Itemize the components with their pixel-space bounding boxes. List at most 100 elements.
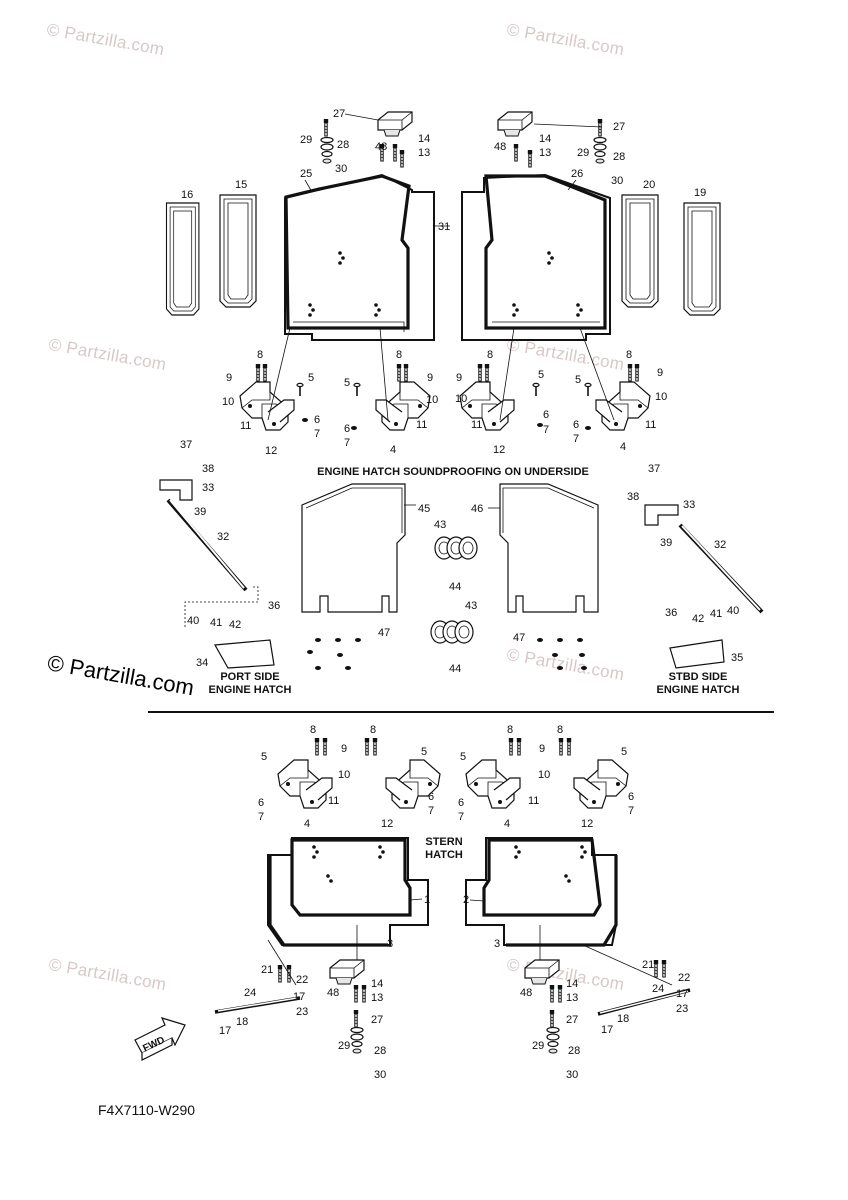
label-19: 19 (694, 187, 706, 199)
label-9c: 9 (456, 372, 462, 384)
label-42: 42 (229, 619, 241, 631)
label-37b: 37 (648, 463, 660, 475)
label-14-r: 14 (539, 133, 551, 145)
label-38: 38 (202, 463, 214, 475)
label-8t: 8 (507, 724, 513, 736)
label-48: 48 (375, 141, 387, 153)
label-27: 27 (333, 108, 345, 120)
label-37: 37 (180, 439, 192, 451)
label-39b: 39 (660, 537, 672, 549)
label-6t2: 6 (628, 791, 634, 803)
label-12t: 12 (581, 818, 593, 830)
stbd-engine-hatch-assembly (461, 111, 721, 341)
label-17t: 17 (676, 988, 688, 1000)
label-13: 13 (418, 147, 430, 159)
label-29: 29 (300, 134, 312, 146)
label-3b: 3 (494, 938, 500, 950)
label-41b: 41 (710, 608, 722, 620)
label-7b: 7 (344, 437, 350, 449)
label-24t: 24 (652, 983, 664, 995)
label-28t: 28 (568, 1045, 580, 1057)
label-28s: 28 (374, 1045, 386, 1057)
label-9b: 9 (427, 372, 433, 384)
label-36: 36 (268, 600, 280, 612)
label-14t: 14 (566, 978, 578, 990)
label-13t: 13 (566, 992, 578, 1004)
label-43b: 43 (465, 600, 477, 612)
label-27-r: 27 (613, 121, 625, 133)
label-45: 45 (418, 503, 430, 515)
label-22: 22 (296, 974, 308, 986)
label-46: 46 (471, 503, 483, 515)
label-40b: 40 (727, 605, 739, 617)
label-33: 33 (202, 482, 214, 494)
label-48s: 48 (327, 987, 339, 999)
stbd-side-caption: STBD SIDE ENGINE HATCH (656, 671, 740, 696)
label-12c: 12 (493, 444, 505, 456)
label-12: 12 (265, 445, 277, 457)
label-18: 18 (236, 1016, 248, 1028)
label-29s: 29 (338, 1040, 350, 1052)
label-23: 23 (296, 1006, 308, 1018)
port-side-caption: PORT SIDE ENGINE HATCH (208, 671, 292, 696)
label-33b: 33 (683, 499, 695, 511)
label-10c: 10 (455, 393, 467, 405)
label-21: 21 (261, 964, 273, 976)
label-25: 25 (300, 168, 312, 180)
label-5: 5 (308, 372, 314, 384)
label-13s: 13 (371, 992, 383, 1004)
label-34: 34 (196, 657, 208, 669)
label-29-r: 29 (577, 147, 589, 159)
label-22t: 22 (678, 972, 690, 984)
label-18t: 18 (617, 1013, 629, 1025)
label-11t: 11 (528, 795, 539, 807)
part-number-labels: 27 29 28 30 48 14 13 25 16 15 31 27 14 1… (180, 108, 743, 1081)
label-30: 30 (335, 163, 347, 175)
label-14: 14 (418, 133, 430, 145)
label-5d: 5 (575, 374, 581, 386)
label-9s: 9 (341, 743, 347, 755)
label-30t: 30 (566, 1069, 578, 1081)
label-30-r: 30 (611, 175, 623, 187)
label-42b: 42 (692, 613, 704, 625)
label-21t: 21 (642, 959, 654, 971)
label-13-r: 13 (539, 147, 551, 159)
label-7: 7 (314, 428, 320, 440)
label-4d: 4 (620, 441, 626, 453)
label-7c: 7 (543, 424, 549, 436)
label-6s: 6 (258, 797, 264, 809)
upper-hinge-brackets (239, 327, 651, 431)
diagram-code: F4X7110-W290 (98, 1102, 196, 1118)
label-17t2: 17 (601, 1024, 613, 1036)
label-44: 44 (449, 581, 461, 593)
label-8c: 8 (487, 349, 493, 361)
label-7s2: 7 (428, 805, 434, 817)
label-10: 10 (222, 396, 234, 408)
label-47: 47 (378, 627, 390, 639)
label-20: 20 (643, 179, 655, 191)
label-43: 43 (434, 519, 446, 531)
stern-hardware (134, 925, 691, 1061)
label-3: 3 (387, 938, 393, 950)
label-6s2: 6 (428, 791, 434, 803)
label-9d: 9 (657, 367, 663, 379)
label-15: 15 (235, 179, 247, 191)
label-10s: 10 (338, 769, 350, 781)
port-engine-hatch-assembly (165, 111, 435, 341)
label-10t: 10 (538, 769, 550, 781)
label-48t: 48 (520, 987, 532, 999)
label-7d: 7 (573, 433, 579, 445)
label-8s2: 8 (370, 724, 376, 736)
label-1: 1 (424, 894, 430, 906)
label-26: 26 (571, 168, 583, 180)
label-11d: 11 (645, 419, 656, 431)
label-11c: 11 (471, 419, 482, 431)
label-17: 17 (293, 991, 305, 1003)
label-5t2: 5 (621, 746, 627, 758)
underside-hatches (159, 479, 764, 670)
label-6c: 6 (543, 409, 549, 421)
label-36b: 36 (665, 607, 677, 619)
label-28: 28 (337, 139, 349, 151)
label-7t2: 7 (628, 805, 634, 817)
label-31: 31 (438, 221, 450, 233)
